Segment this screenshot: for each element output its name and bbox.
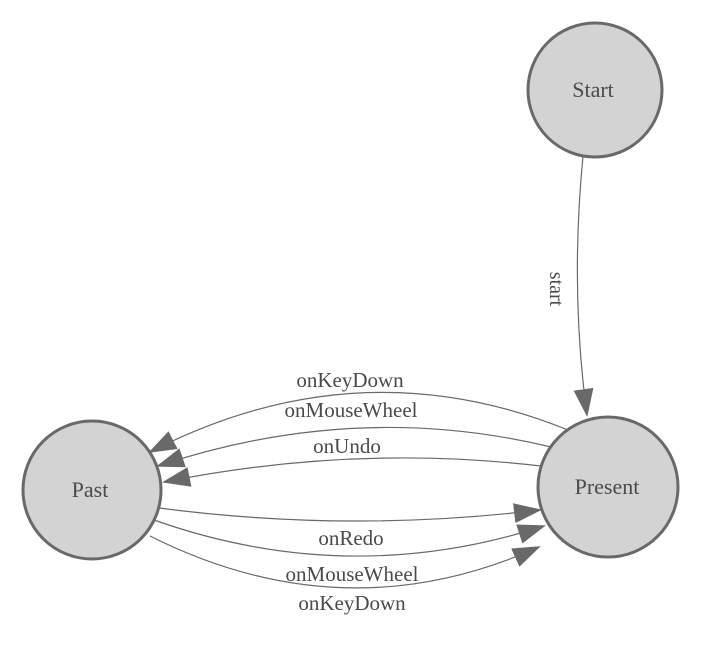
edge-label-onmousewheel-bottom: onMouseWheel: [286, 562, 419, 586]
edge-label-onredo: onRedo: [318, 526, 383, 550]
node-past-label: Past: [72, 477, 109, 502]
edge-present-to-past-onmousewheel: onMouseWheel: [156, 398, 552, 468]
edge-start-to-present: start: [545, 155, 594, 417]
edge-label-onkeydown-bottom: onKeyDown: [298, 591, 406, 615]
edge-label-onmousewheel-top: onMouseWheel: [285, 398, 418, 422]
edge-present-to-past-onmousewheel-line: [156, 426, 552, 468]
edge-past-to-present-onmousewheel-line: [153, 519, 546, 557]
edge-label-start: start: [545, 272, 567, 307]
edge-present-to-past-onkeydown: onKeyDown: [148, 368, 569, 453]
edge-present-to-past-onkeydown-line: [148, 391, 569, 453]
node-past[interactable]: Past: [21, 419, 163, 561]
edge-present-to-past-onundo-line: [162, 457, 542, 487]
edge-label-onundo: onUndo: [313, 434, 381, 458]
node-present[interactable]: Present: [536, 415, 680, 559]
edge-past-to-present-onredo: onRedo: [158, 503, 542, 550]
edge-past-to-present-onmousewheel: onMouseWheel: [153, 519, 546, 586]
node-present-circle[interactable]: [536, 415, 680, 559]
edge-past-to-present-onkeydown-line: [149, 535, 541, 589]
node-past-circle[interactable]: [21, 419, 163, 561]
edge-present-to-past-onundo: onUndo: [162, 434, 542, 487]
node-present-label: Present: [575, 474, 640, 499]
edge-past-to-present-onkeydown: onKeyDown: [149, 535, 541, 615]
edge-start-to-present-line: [573, 155, 594, 417]
edge-past-to-present-onredo-line: [158, 503, 542, 524]
node-start-label: Start: [572, 77, 614, 102]
edge-label-onkeydown-top: onKeyDown: [296, 368, 404, 392]
node-start-circle[interactable]: [526, 21, 664, 159]
node-start[interactable]: Start: [526, 21, 664, 159]
